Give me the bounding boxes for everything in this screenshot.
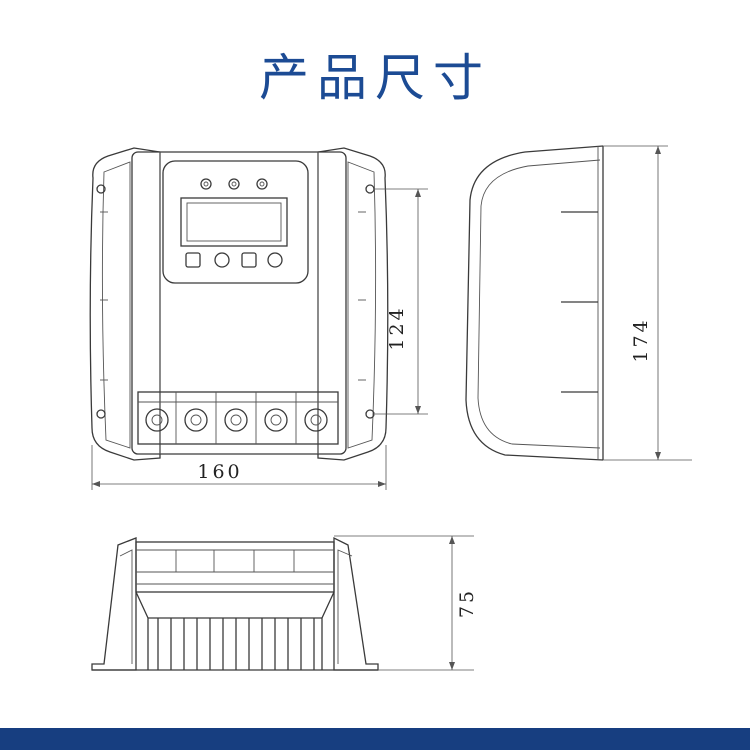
bottom-band bbox=[0, 728, 750, 750]
front-view bbox=[89, 147, 389, 461]
hole-spacing-dimension: 124 bbox=[375, 188, 428, 415]
side-view bbox=[465, 145, 604, 461]
dimension-label-hole-spacing: 124 bbox=[386, 305, 408, 350]
bottom-depth-dimension: 75 bbox=[334, 535, 478, 671]
bottom-view bbox=[91, 536, 379, 671]
side-height-dimension: 174 bbox=[603, 145, 692, 461]
page-title: 产品尺寸 bbox=[259, 49, 491, 107]
dimension-label-width: 160 bbox=[197, 461, 242, 483]
dimension-label-depth: 75 bbox=[456, 588, 478, 618]
dimension-label-side-height: 174 bbox=[630, 317, 652, 362]
front-width-dimension: 160 bbox=[91, 445, 387, 490]
